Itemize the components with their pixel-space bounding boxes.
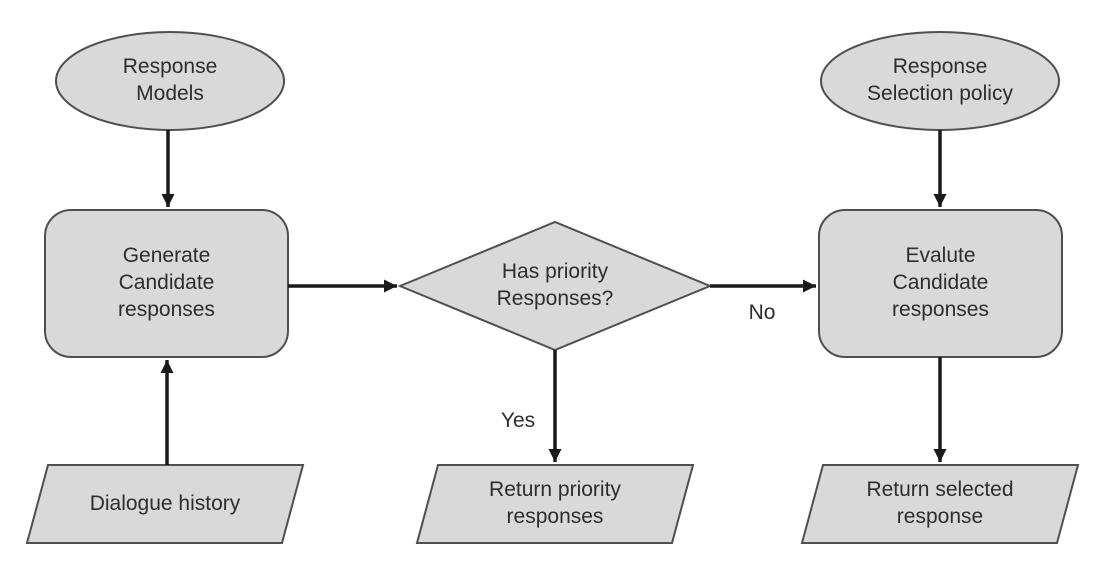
ellipse-response-selection-policy — [820, 31, 1060, 131]
ellipse-response-models — [55, 31, 285, 131]
decision-has-priority-responses — [397, 220, 713, 352]
process-generate-candidate-responses — [44, 209, 289, 358]
process-evalute-candidate-responses — [818, 209, 1063, 358]
io-return-priority-responses — [415, 464, 695, 544]
io-dialogue-history — [25, 464, 305, 544]
io-return-selected-response — [800, 464, 1080, 544]
